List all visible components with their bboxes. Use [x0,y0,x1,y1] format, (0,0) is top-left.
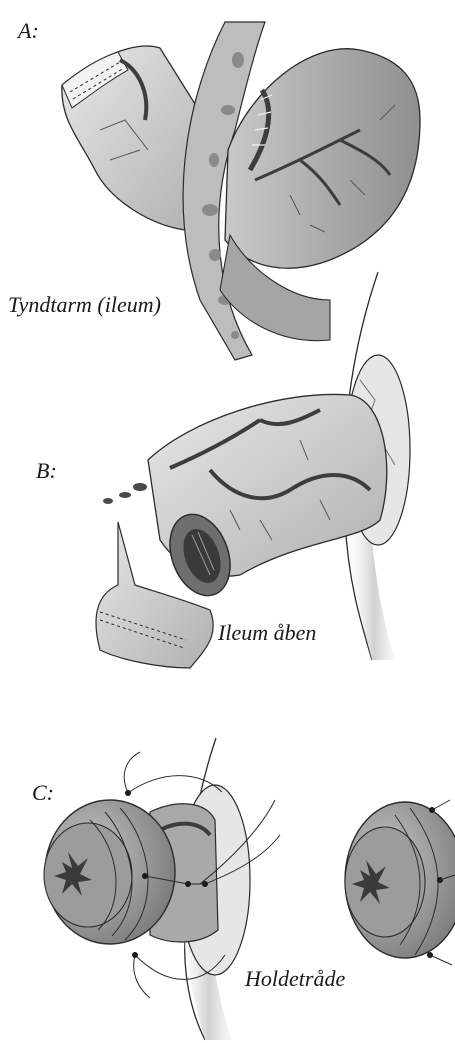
suture-knot [132,952,138,958]
panel-b-letter: B: [36,458,57,483]
stoma-main [44,800,175,944]
panel-c-drawing [44,738,455,1040]
panel-a-letter: A: [16,18,39,43]
suture-knot [142,873,148,879]
panel-b-drawing [96,272,410,668]
panel-c-letter: C: [32,780,54,805]
fluid-droplet [103,498,113,504]
fluid-droplet [133,483,147,491]
panel-c-caption: Holdetråde [244,966,345,991]
stoma-secondary [345,800,455,965]
fluid-droplet [119,492,131,498]
panel-b-caption: Ileum åben [217,620,316,645]
suture-knot [202,881,208,887]
panel-a-caption: Tyndtarm (ileum) [8,292,161,317]
suture-knot [185,881,191,887]
suture-knot [125,790,131,796]
